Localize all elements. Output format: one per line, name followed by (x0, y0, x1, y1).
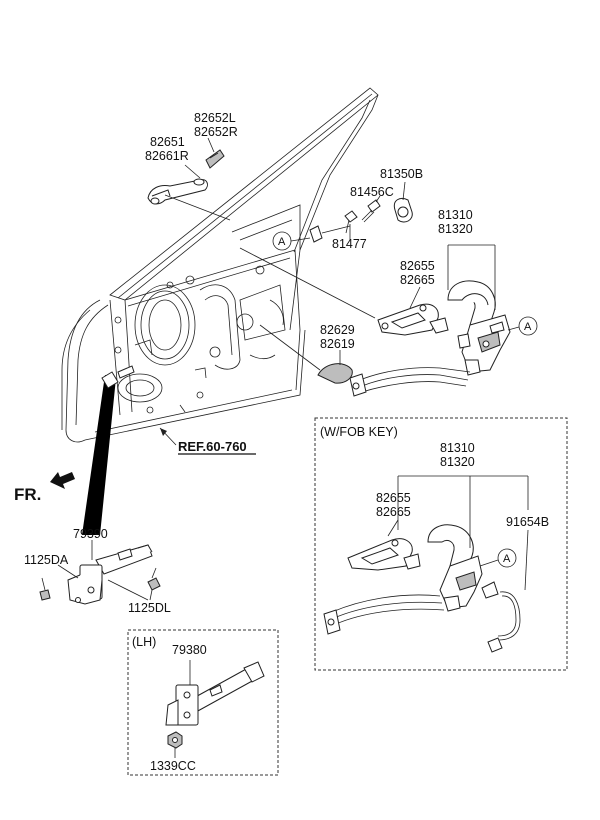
label-81350b: 81350B (380, 167, 423, 181)
front-arrow-icon (50, 472, 75, 489)
bolt-81477 (344, 210, 358, 234)
fob-circle-a-marker (497, 548, 517, 568)
fob-label-82655: 82655 (376, 491, 411, 505)
label-1339cc: 1339CC (150, 759, 196, 773)
fob-key-box (314, 417, 568, 671)
label-82651: 82651 (150, 135, 185, 149)
bolt-1125da (39, 577, 51, 601)
label-81456c: 81456C (350, 185, 394, 199)
circle-a-label: A (278, 236, 286, 248)
inside-handle (377, 303, 449, 336)
outside-handle (147, 178, 208, 205)
label-81320: 81320 (438, 222, 473, 236)
label-82661r: 82661R (145, 149, 189, 163)
fob-circle-a-label: A (503, 553, 511, 565)
handle-cover (205, 149, 225, 169)
label-82629: 82629 (320, 323, 355, 337)
door-checker (67, 544, 153, 605)
door-cables (349, 367, 471, 397)
bolt-1125dl (147, 567, 161, 591)
label-1125dl: 1125DL (128, 601, 171, 615)
fob-latch-assembly (427, 524, 483, 612)
bolt-81456c (361, 199, 381, 223)
lh-box (127, 629, 279, 776)
label-79380: 79380 (172, 643, 207, 657)
fob-cables (323, 594, 445, 635)
lh-door-checker (165, 661, 265, 726)
label-79390: 79390 (73, 527, 108, 541)
label-81310: 81310 (438, 208, 473, 222)
label-82619: 82619 (320, 337, 355, 351)
label-82652r: 82652R (194, 125, 238, 139)
label-82652l: 82652L (194, 111, 236, 125)
fob-label-81310: 81310 (440, 441, 475, 455)
door-latch-assembly (447, 280, 511, 376)
lh-box-title: (LH) (132, 635, 156, 649)
label-81477: 81477 (332, 237, 367, 251)
door-frame (61, 87, 379, 443)
fob-label-81320: 81320 (440, 455, 475, 469)
fob-box-title: (W/FOB KEY) (320, 425, 398, 439)
latch-cover (317, 363, 353, 384)
strap-wedge (82, 375, 116, 535)
label-1125da: 1125DA (24, 553, 69, 567)
fob-inside-handle (347, 538, 421, 571)
fob-label-82665: 82665 (376, 505, 411, 519)
ref-label: REF.60-760 (178, 439, 247, 454)
label-82665: 82665 (400, 273, 435, 287)
circle-a-marker-2 (518, 316, 538, 336)
fob-wiring-harness (481, 581, 521, 653)
lh-nut (167, 731, 183, 749)
lock-cylinder (393, 197, 413, 223)
label-82655: 82655 (400, 259, 435, 273)
front-label: FR. (14, 485, 41, 504)
circle-a-label-2: A (524, 321, 532, 333)
fob-label-91654b: 91654B (506, 515, 549, 529)
